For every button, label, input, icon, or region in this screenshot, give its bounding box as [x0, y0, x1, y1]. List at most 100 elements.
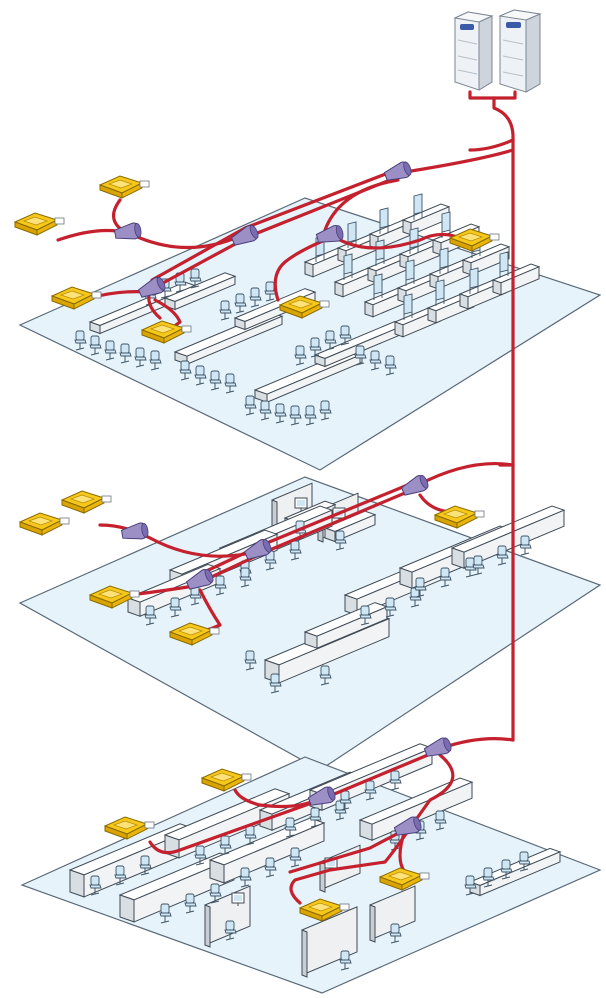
chair-bot-10 — [264, 857, 277, 878]
chair-top-8 — [209, 370, 222, 391]
pipe-top-mid — [273, 236, 332, 302]
chair-top-20 — [219, 300, 232, 321]
chair-train-12 — [413, 193, 423, 220]
chair-train-13 — [441, 211, 451, 238]
chair-top-30 — [384, 355, 397, 376]
chair-bot-11 — [289, 847, 302, 868]
joint-bot-2 — [307, 786, 336, 806]
indoor-unit-bot-2 — [103, 816, 155, 840]
chair-train-6 — [405, 259, 415, 286]
chair-train-15 — [499, 251, 509, 278]
chair-mid-18 — [334, 530, 347, 551]
chair-mid-20 — [269, 673, 282, 694]
outdoor-units — [453, 9, 542, 93]
joint-bot-1 — [423, 737, 452, 757]
pipe-top-right — [323, 178, 462, 250]
chair-mid-7 — [169, 597, 182, 618]
chair-mid-15 — [496, 545, 509, 566]
chair-mid-6 — [144, 605, 157, 626]
chair-top-26 — [324, 330, 337, 351]
indoor-unit-mid-2 — [18, 512, 70, 536]
pipe-top-left — [56, 228, 242, 250]
chair-bot-4 — [184, 893, 197, 914]
chair-top-4 — [134, 347, 147, 368]
joint-mid-1 — [400, 474, 429, 496]
indoor-unit-top-5 — [278, 295, 330, 319]
pipe-mid-unit-tr — [418, 493, 452, 514]
chair-bot-25 — [482, 867, 495, 888]
chair-top-12 — [274, 403, 287, 424]
outdoor-unit-left — [453, 11, 494, 91]
chair-top-13 — [289, 405, 302, 426]
joint-mid-3 — [120, 522, 149, 540]
indoor-unit-top-1 — [98, 175, 150, 199]
pipe-bot-trunk — [440, 737, 515, 750]
outdoor-pipe — [468, 90, 517, 100]
chair-train-10 — [439, 247, 449, 274]
chair-top-1 — [89, 335, 102, 356]
outdoor-unit-right — [498, 9, 542, 93]
chair-bot-17 — [389, 770, 402, 791]
joint-top-2 — [230, 224, 259, 246]
pipe-top-riser-in — [468, 138, 515, 152]
chair-top-3 — [119, 343, 132, 364]
pipe-bot-unit-a — [233, 788, 322, 809]
pipe-bot-branch — [289, 753, 455, 905]
chair-top-10 — [244, 395, 257, 416]
chair-top-22 — [249, 287, 262, 308]
branch-joints-layer — [113, 161, 452, 836]
chair-mid-16 — [519, 535, 532, 556]
chair-top-19 — [189, 268, 202, 289]
chair-train-3 — [403, 293, 413, 320]
pipe-mid-left — [98, 523, 257, 558]
chair-bot-12 — [284, 817, 297, 838]
joint-bot-3 — [393, 816, 422, 836]
chair-bot-2 — [139, 855, 152, 876]
joint-top-3 — [315, 224, 344, 243]
chair-mid-14 — [472, 555, 485, 576]
joint-top-4 — [113, 222, 142, 240]
chair-top-27 — [339, 325, 352, 346]
chair-top-29 — [369, 350, 382, 371]
monitor-bot-1 — [231, 892, 245, 906]
indoor-unit-top-6 — [448, 228, 500, 252]
chair-top-11 — [259, 400, 272, 421]
chair-bot-6 — [194, 845, 207, 866]
chair-mid-11 — [414, 577, 427, 598]
chair-train-2 — [373, 273, 383, 300]
chair-top-15 — [319, 400, 332, 421]
pipe-mid-trunk — [416, 461, 515, 487]
indoor-unit-bot-3 — [378, 867, 430, 891]
pipe-top-trunk — [403, 148, 515, 174]
cubicle-bot-2 — [301, 906, 358, 978]
chair-bot-27 — [518, 851, 531, 872]
chair-mid-2 — [289, 540, 302, 561]
chair-bot-16 — [364, 780, 377, 801]
chair-train-8 — [379, 207, 389, 234]
chair-top-28 — [354, 345, 367, 366]
chair-top-24 — [294, 345, 307, 366]
indoor-unit-bot-4 — [298, 898, 350, 922]
chair-bot-9 — [239, 867, 252, 888]
chair-train-1 — [343, 253, 353, 280]
table-top-2 — [163, 272, 237, 311]
main-riser — [492, 96, 515, 742]
chair-bot-22 — [339, 950, 352, 971]
chair-bot-15 — [339, 790, 352, 811]
chair-top-21 — [234, 293, 247, 314]
chair-bot-5 — [209, 883, 222, 904]
joint-top-1 — [383, 161, 412, 181]
joint-mid-4 — [185, 568, 214, 590]
chair-bot-3 — [159, 903, 172, 924]
chair-mid-4 — [214, 575, 227, 596]
chair-top-7 — [194, 365, 207, 386]
cubicle-bot-3 — [369, 885, 416, 943]
indoor-unit-top-3 — [50, 286, 102, 310]
chair-train-5 — [375, 239, 385, 266]
chair-top-25 — [309, 337, 322, 358]
chair-mid-19 — [244, 650, 257, 671]
indoor-unit-bot-1 — [200, 768, 252, 792]
monitor-mid-1 — [294, 497, 308, 511]
chair-bot-7 — [219, 835, 232, 856]
